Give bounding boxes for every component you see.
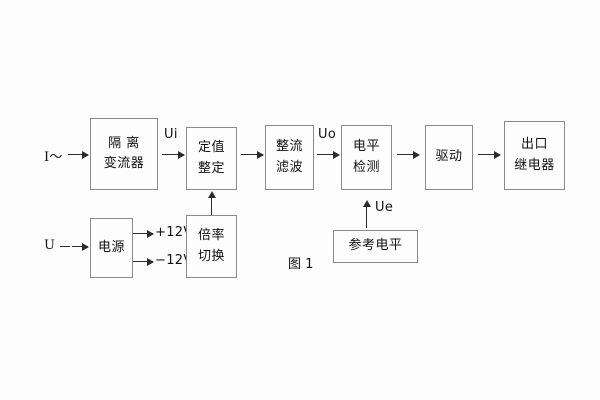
block-rectifier-filter-line1: 整流 (275, 139, 303, 155)
block-isolation-ct-line2: 变流器 (103, 156, 145, 171)
current-input-label: I～ (44, 150, 63, 165)
block-driver-line1: 驱动 (435, 149, 463, 165)
block-output-relay[interactable]: 出口 继电器 (504, 121, 565, 190)
negative-rail-label: −12V (155, 253, 193, 268)
signal-ue-label: Ue (375, 200, 394, 215)
block-rectifier-filter[interactable]: 整流 滤波 (265, 125, 314, 190)
voltage-input-arrow (72, 242, 89, 251)
block-reference-level-line1: 参考电平 (348, 238, 403, 254)
positive-rail-arrow (133, 229, 154, 238)
signal-ui-arrow (162, 150, 185, 159)
block-multiplier-switch[interactable]: 倍率 切换 (186, 215, 237, 278)
block-output-relay-line2: 继电器 (514, 157, 555, 173)
figure-caption: 图 1 (288, 257, 314, 272)
block-driver[interactable]: 驱动 (425, 125, 473, 190)
block-power-supply-line1: 电源 (97, 239, 125, 255)
block-setting-line1: 定值 (197, 140, 225, 156)
block-output-relay-line1: 出口 (520, 137, 548, 153)
block-multiplier-switch-line1: 倍率 (197, 228, 225, 244)
block-setting[interactable]: 定值 整定 (186, 127, 237, 190)
signal-uo-arrow (317, 150, 340, 159)
voltage-input-label: U (44, 238, 56, 253)
level-to-driver-arrow (397, 150, 420, 159)
signal-ui-label: Ui (164, 127, 178, 142)
block-isolation-ct-line1: 隔 离 (108, 135, 140, 151)
positive-rail-label: +12V (155, 225, 193, 240)
block-level-detection[interactable]: 电平 检测 (341, 125, 392, 190)
block-multiplier-switch-line2: 切换 (197, 248, 225, 264)
setting-to-rectifier-arrow (241, 150, 264, 159)
signal-uo-label: Uo (318, 127, 337, 142)
multiplier-to-setting-arrow (207, 191, 216, 215)
reference-to-level-arrow (362, 200, 371, 228)
current-input-arrow (68, 150, 89, 159)
diagram-board: I～ 隔 离 变流器 Ui 定值 整定 整流 滤波 Uo 电平 检测 (0, 8, 600, 353)
negative-rail-arrow (133, 257, 154, 266)
block-level-detection-line1: 电平 (352, 139, 380, 155)
block-setting-line2: 整定 (197, 160, 225, 176)
driver-to-relay-arrow (478, 150, 501, 159)
block-rectifier-filter-line2: 滤波 (275, 159, 303, 175)
voltage-input-lead (60, 246, 70, 247)
block-level-detection-line2: 检测 (352, 159, 380, 175)
block-reference-level[interactable]: 参考电平 (333, 230, 418, 263)
block-isolation-ct[interactable]: 隔 离 变流器 (90, 118, 158, 190)
block-power-supply[interactable]: 电源 (90, 218, 133, 278)
